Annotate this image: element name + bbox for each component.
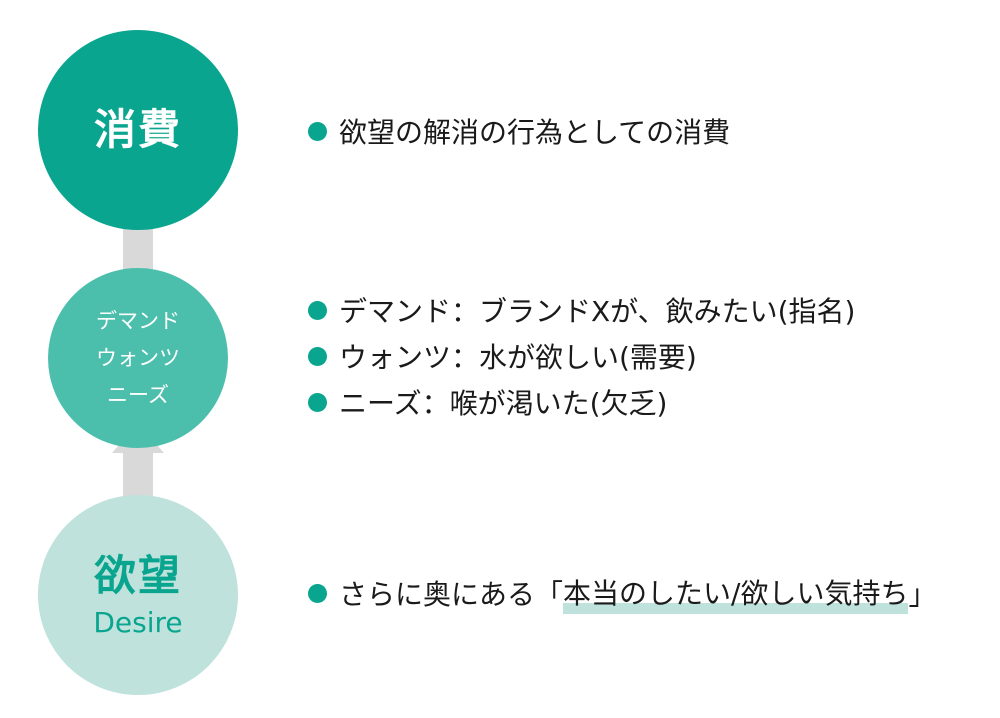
list-item: ウォンツ：水が欲しい(需要) bbox=[308, 333, 855, 379]
bullet-text: 欲望の解消の行為としての消費 bbox=[339, 116, 731, 149]
arrow-shaft-needs-to-consumption bbox=[123, 225, 153, 275]
needs-line-needs: ニーズ bbox=[107, 382, 169, 407]
bullet-dot-icon bbox=[308, 300, 327, 320]
bullet-text: ニーズ：喉が渇いた(欠乏) bbox=[339, 387, 668, 420]
highlighted-phrase: 本当のしたい/欲しい気持ち bbox=[563, 572, 909, 614]
desire-subtitle: Desire bbox=[93, 605, 183, 639]
bullet-text: デマンド：ブランドXが、飲みたい(指名) bbox=[339, 295, 856, 328]
bullet-dot-icon bbox=[308, 121, 327, 141]
consumption-circle: 消費 bbox=[38, 30, 238, 230]
list-item: さらに奥にある「本当のしたい/欲しい気持ち」 bbox=[308, 570, 936, 616]
desire-bullets: さらに奥にある「本当のしたい/欲しい気持ち」 bbox=[308, 570, 936, 616]
needs-bullets: デマンド：ブランドXが、飲みたい(指名) ウォンツ：水が欲しい(需要) ニーズ：… bbox=[308, 287, 855, 425]
needs-circle: デマンド ウォンツ ニーズ bbox=[48, 268, 228, 448]
bullet-text: ウォンツ：水が欲しい(需要) bbox=[339, 341, 697, 374]
consumption-title: 消費 bbox=[93, 104, 182, 154]
bullet-dot-icon bbox=[308, 392, 327, 412]
desire-title: 欲望 bbox=[93, 551, 182, 601]
needs-circle-text: デマンド ウォンツ ニーズ bbox=[96, 303, 180, 414]
needs-line-demand: デマンド bbox=[96, 308, 180, 333]
bullet-dot-icon bbox=[308, 583, 327, 603]
bullet-text-prefix: さらに奥にある「 bbox=[339, 578, 564, 611]
list-item: ニーズ：喉が渇いた(欠乏) bbox=[308, 379, 855, 425]
bullet-dot-icon bbox=[308, 346, 327, 366]
bullet-text-suffix: 」 bbox=[908, 578, 937, 611]
list-item: 欲望の解消の行為としての消費 bbox=[308, 108, 730, 154]
list-item: デマンド：ブランドXが、飲みたい(指名) bbox=[308, 287, 855, 333]
desire-circle: 欲望 Desire bbox=[38, 495, 238, 695]
consumption-bullets: 欲望の解消の行為としての消費 bbox=[308, 108, 730, 154]
needs-line-wants: ウォンツ bbox=[96, 345, 180, 370]
